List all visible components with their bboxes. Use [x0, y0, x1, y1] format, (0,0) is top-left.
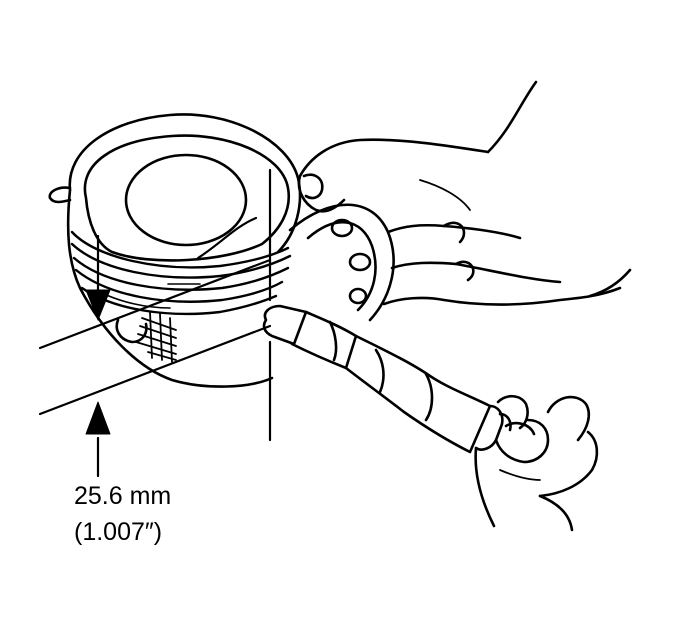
piston-pin-boss-hatching [135, 311, 177, 363]
upper-hand-finger [386, 223, 522, 240]
micrometer [262, 203, 512, 454]
piston-bowl [124, 153, 248, 247]
piston-side-flange [48, 186, 72, 204]
piston-pin-boss [115, 318, 148, 344]
micrometer-spindle [262, 304, 308, 346]
micrometer-thimble-band [424, 372, 434, 422]
micrometer-ratchet-cap [498, 412, 512, 432]
dimension-arrowhead-up [85, 401, 111, 435]
lower-hand-crease [499, 469, 541, 481]
piston-skirt [66, 188, 274, 388]
upper-hand-finger [382, 286, 622, 306]
piston-crown-rim [68, 113, 302, 254]
micrometer-frame-hole [330, 218, 354, 238]
upper-hand-thumbnail [302, 173, 324, 200]
extension-line-upper [38, 258, 272, 350]
upper-hand-wrist [486, 80, 538, 154]
lower-hand-index-finger [494, 418, 550, 464]
lower-hand-palm [474, 446, 496, 528]
lower-hand-thumb [496, 394, 529, 430]
upper-hand-thumb [297, 138, 490, 213]
micrometer-frame-inner [306, 221, 377, 312]
dimension-lines [38, 168, 272, 478]
lower-hand-palm-edge [538, 494, 574, 532]
micrometer-ratchet [474, 404, 504, 451]
upper-hand-crease [419, 179, 471, 211]
piston-valve-relief [196, 216, 258, 260]
dimension-arrowhead-down [85, 289, 111, 321]
micrometer-frame-hole [348, 252, 372, 272]
upper-hand-finger [390, 261, 562, 284]
extension-line-lower [38, 324, 272, 416]
micrometer-sleeve [290, 310, 358, 370]
lower-hand-finger [546, 395, 591, 442]
dimension-label-metric: 25.6 mm [74, 482, 172, 510]
upper-hand-knuckle [454, 260, 475, 282]
dimension-label-imperial: (1.007″) [74, 518, 163, 546]
lower-hand [474, 394, 599, 532]
micrometer-thimble [344, 334, 492, 454]
lower-hand-finger [538, 430, 599, 498]
micrometer-sleeve-collar [328, 320, 338, 362]
micrometer-thimble-band [374, 348, 385, 394]
piston [48, 113, 302, 388]
micrometer-frame-hole [348, 287, 368, 305]
lower-hand-fingernail [504, 421, 536, 436]
upper-hand [297, 80, 632, 306]
piston-crown-step [83, 134, 291, 262]
upper-hand-knuckle [442, 221, 466, 244]
